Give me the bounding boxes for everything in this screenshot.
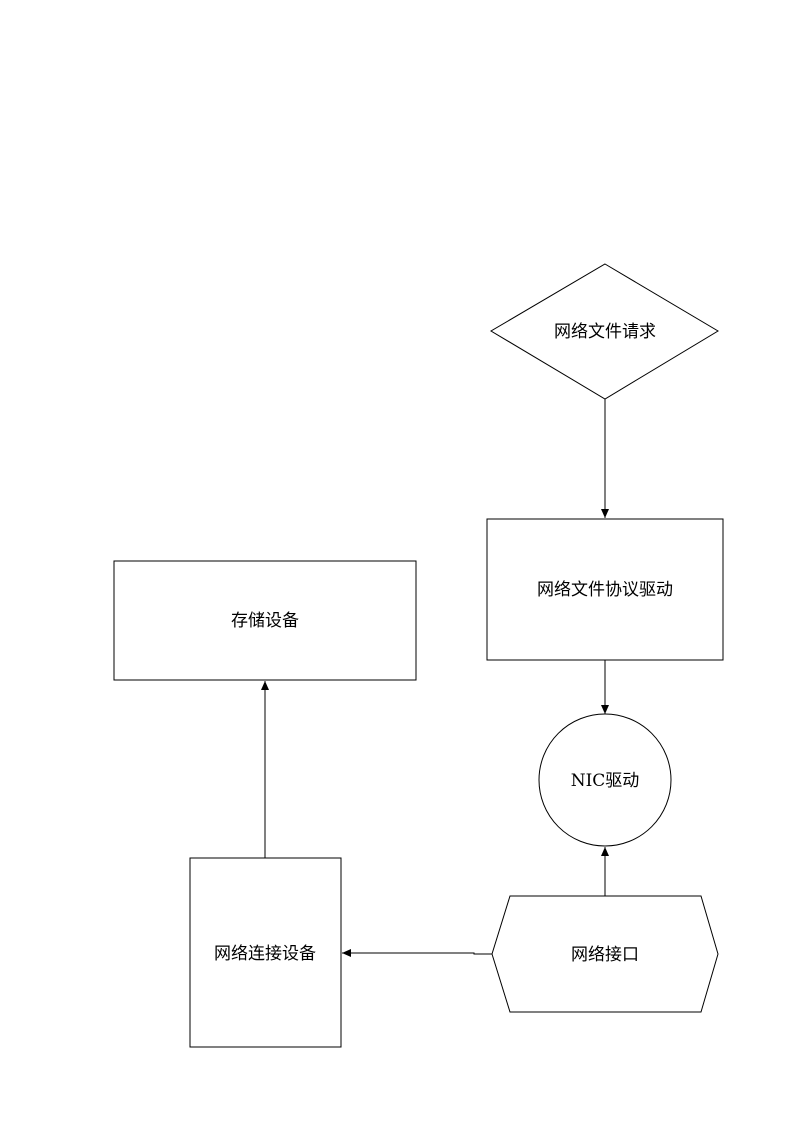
rectangle-shape <box>113 560 417 681</box>
node-network-connection-device: 网络连接设备 <box>189 857 342 1048</box>
hexagon-shape <box>491 895 719 1013</box>
node-network-file-protocol-driver: 网络文件协议驱动 <box>486 518 724 661</box>
circle-shape <box>538 713 672 847</box>
node-label: 网络连接设备 <box>214 944 316 964</box>
node-label: 存储设备 <box>231 611 299 631</box>
node-storage-device: 存储设备 <box>113 560 417 681</box>
node-label: 网络文件协议驱动 <box>537 580 673 600</box>
diamond-shape <box>490 263 719 400</box>
edge-network-interface-to-connection-device <box>342 949 492 957</box>
rectangle-shape <box>189 857 342 1048</box>
node-label: NIC驱动 <box>571 771 640 791</box>
rectangle-shape <box>486 518 724 661</box>
node-network-file-request: 网络文件请求 <box>490 263 719 400</box>
node-label: 网络文件请求 <box>554 322 656 342</box>
node-label: 网络接口 <box>571 945 639 965</box>
node-network-interface: 网络接口 <box>491 895 719 1013</box>
node-nic-driver: NIC驱动 <box>538 713 672 847</box>
